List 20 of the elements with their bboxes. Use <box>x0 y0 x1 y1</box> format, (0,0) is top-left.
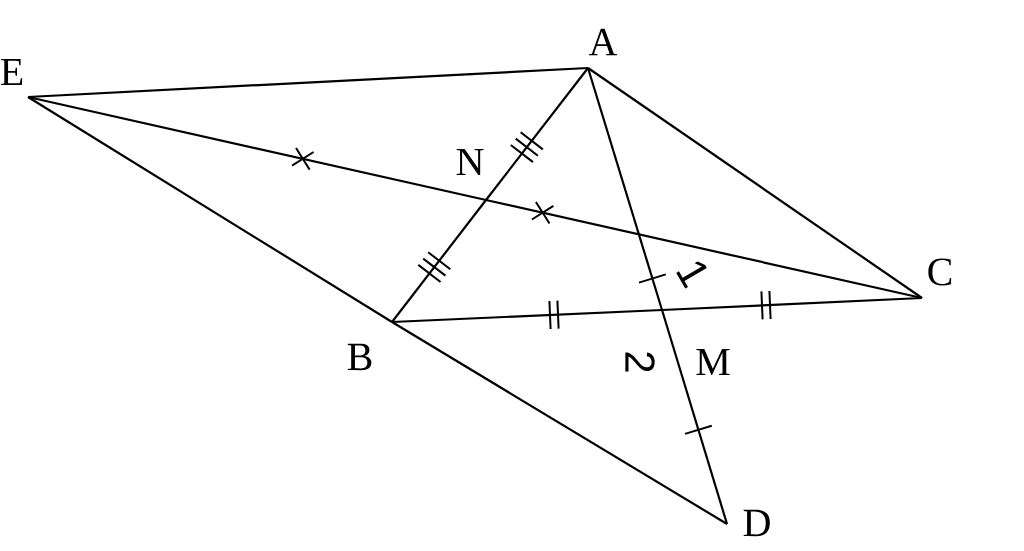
line-segment <box>586 67 664 311</box>
line-segment <box>587 67 923 299</box>
line-segment <box>391 199 487 323</box>
point-label: B <box>347 343 372 371</box>
line-segment <box>661 296 923 312</box>
point-label: N <box>456 148 484 176</box>
line-segment <box>660 309 729 525</box>
point-label: A <box>588 28 618 56</box>
line-segment <box>485 198 923 300</box>
line-segment <box>27 95 487 202</box>
point-label: C <box>928 258 952 286</box>
line-segment <box>391 308 663 324</box>
point-label: D <box>743 509 770 537</box>
angle-number: 1 <box>676 261 707 289</box>
line-segment <box>485 67 589 201</box>
line-segment <box>391 321 728 525</box>
point-label: M <box>696 348 730 376</box>
point-label: E <box>0 58 23 86</box>
line-segment <box>27 96 393 323</box>
angle-number: 2 <box>625 352 655 372</box>
